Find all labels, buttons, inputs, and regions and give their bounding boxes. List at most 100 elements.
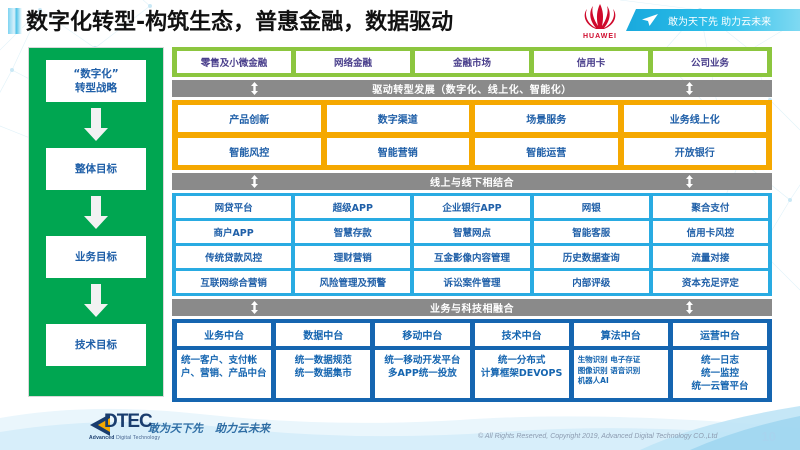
application-cell[interactable]: 智慧存款 [295,221,411,243]
application-cell[interactable]: 历史数据查询 [533,246,649,268]
application-cell[interactable]: 网银 [533,196,649,218]
slide-footer: DTEC Advanced Digital Technology 敢为天下先助力… [0,402,800,450]
strategy-column: “数字化”转型战略 整体目标 业务目标 技术目标 [28,47,164,397]
application-cell[interactable]: 互联网综合营销 [176,271,292,293]
slogan-ribbon: 敢为天下先 助力云未来 [626,9,800,31]
application-cell[interactable]: 智慧网点 [414,221,530,243]
application-cell[interactable]: 内部评级 [533,271,649,293]
application-cell[interactable]: 聚合支付 [652,196,769,218]
up-down-arrow-icon [251,82,258,95]
up-down-arrow-icon [686,301,693,314]
copyright-text: © All Rights Reserved, Copyright 2019, A… [478,433,718,440]
capability-cell[interactable]: 智能运营 [475,138,618,165]
application-cell[interactable]: 企业银行APP [414,196,530,218]
application-cell[interactable]: 网贷平台 [176,196,292,218]
application-band: 网贷平台 超级APP 企业银行APP 网银 聚合支付 商户APP 智慧存款 智慧… [172,193,772,296]
down-arrow-icon-0 [84,108,108,141]
section-bar-online-offline: 线上与线下相结合 [172,173,772,190]
application-cell[interactable]: 智能客服 [533,221,649,243]
application-cell[interactable]: 传统贷款风控 [176,246,292,268]
platform-header-cell[interactable]: 移动中台 [375,323,470,346]
platform-body-cell[interactable]: 统一数据规范统一数据集市 [276,350,371,399]
platform-body-cell[interactable]: 统一移动开发平台多APP统一投放 [375,350,470,399]
platform-band: 业务中台 数据中台 移动中台 技术中台 算法中台 运营中台 统一客户、支付帐户、… [172,319,772,403]
platform-body-cell[interactable]: 统一分布式计算框架DEVOPS [474,350,569,399]
huawei-logo: HUAWEI [576,2,624,42]
application-cell[interactable]: 流量对接 [652,246,769,268]
up-down-arrow-icon [686,175,693,188]
business-line-band: 零售及小微金融 网络金融 金融市场 信用卡 公司业务 [172,47,772,77]
application-row: 互联网综合营销 风险管理及预警 诉讼案件管理 内部评级 资本充足评定 [176,271,769,293]
capability-cell[interactable]: 产品创新 [178,105,321,132]
slide-header: 数字化转型-构筑生态，普惠金融，数据驱动 HUAWEI 敢为天下先 助力云未来 [0,0,800,42]
footer-slogan-b: 助力云未来 [215,422,270,435]
business-line-cell[interactable]: 金融市场 [415,51,529,73]
capability-band: 产品创新 数字渠道 场景服务 业务线上化 智能风控 智能营销 智能运营 开放银行 [172,100,772,170]
strategy-item-3-label: 技术目标 [75,338,117,351]
down-arrow-icon-2 [84,284,108,317]
platform-header-cell[interactable]: 运营中台 [672,323,768,346]
strategy-item-3[interactable]: 技术目标 [46,324,146,366]
platform-body-cell[interactable]: 生物识别 电子存证图像识别 语音识别机器人AI [573,350,668,399]
business-line-cell[interactable]: 公司业务 [653,51,767,73]
huawei-wordmark: HUAWEI [583,33,617,40]
platform-body-row: 统一客户、支付帐户、营销、产品中台 统一数据规范统一数据集市 统一移动开发平台多… [177,350,768,399]
capability-cell[interactable]: 智能风控 [178,138,321,165]
platform-body-cell[interactable]: 统一日志统一监控统一云管平台 [672,350,768,399]
dtec-tagline: Advanced Digital Technology [89,435,160,441]
architecture-stack: 零售及小微金融 网络金融 金融市场 信用卡 公司业务 驱动转型发展（数字化、线上… [172,47,772,403]
footer-slogan: 敢为天下先助力云未来 [148,420,282,436]
capability-cell[interactable]: 智能营销 [326,138,469,165]
dtec-tagline-rest: Digital Technology [114,435,161,441]
application-cell[interactable]: 互金影像内容管理 [414,246,530,268]
capability-row: 智能风控 智能营销 智能运营 开放银行 [178,138,766,165]
application-cell[interactable]: 风险管理及预警 [295,271,411,293]
application-cell[interactable]: 超级APP [295,196,411,218]
footer-slogan-a: 敢为天下先 [148,422,203,435]
strategy-item-1[interactable]: 整体目标 [46,148,146,190]
page-title: 数字化转型-构筑生态，普惠金融，数据驱动 [26,10,454,35]
paper-plane-icon [642,14,658,26]
capability-cell[interactable]: 业务线上化 [623,105,766,132]
dtec-tagline-bold: Advanced [89,435,115,441]
section-bar-drive-label: 驱动转型发展（数字化、线上化、智能化） [372,85,572,96]
application-cell[interactable]: 商户APP [176,221,292,243]
section-bar-tech-fusion: 业务与科技相融合 [172,299,772,316]
application-cell[interactable]: 信用卡风控 [652,221,769,243]
up-down-arrow-icon [251,301,258,314]
platform-header-cell[interactable]: 算法中台 [573,323,668,346]
platform-header-cell[interactable]: 技术中台 [474,323,569,346]
application-row: 商户APP 智慧存款 智慧网点 智能客服 信用卡风控 [176,221,769,243]
capability-cell[interactable]: 数字渠道 [326,105,469,132]
platform-header-row: 业务中台 数据中台 移动中台 技术中台 算法中台 运营中台 [177,323,768,346]
platform-header-cell[interactable]: 业务中台 [177,323,272,346]
header-slogan: 敢为天下先 助力云未来 [668,16,772,28]
business-line-cell[interactable]: 网络金融 [296,51,410,73]
application-cell[interactable]: 资本充足评定 [652,271,769,293]
application-cell[interactable]: 诉讼案件管理 [414,271,530,293]
application-row: 传统贷款风控 理财营销 互金影像内容管理 历史数据查询 流量对接 [176,246,769,268]
section-bar-tech-fusion-label: 业务与科技相融合 [430,304,514,315]
up-down-arrow-icon [686,82,693,95]
platform-header-cell[interactable]: 数据中台 [276,323,371,346]
strategy-item-0[interactable]: “数字化”转型战略 [46,60,146,102]
strategy-item-2-label: 业务目标 [75,250,117,263]
section-bar-online-offline-label: 线上与线下相结合 [430,178,514,189]
dtec-logo-mark-icon [90,414,110,436]
title-accent-bar [8,8,22,34]
page-number: 10 [761,429,776,444]
business-line-cell[interactable]: 信用卡 [534,51,648,73]
strategy-item-2[interactable]: 业务目标 [46,236,146,278]
dtec-wordmark: DTEC [104,411,153,432]
capability-row: 产品创新 数字渠道 场景服务 业务线上化 [178,105,766,132]
platform-body-cell[interactable]: 统一客户、支付帐户、营销、产品中台 [177,350,272,399]
up-down-arrow-icon [251,175,258,188]
application-cell[interactable]: 理财营销 [295,246,411,268]
strategy-item-0-label: “数字化”转型战略 [73,67,119,94]
business-line-cell[interactable]: 零售及小微金融 [177,51,291,73]
huawei-flower-icon [584,4,616,29]
capability-cell[interactable]: 场景服务 [475,105,618,132]
strategy-item-1-label: 整体目标 [75,162,117,175]
capability-cell[interactable]: 开放银行 [623,138,766,165]
